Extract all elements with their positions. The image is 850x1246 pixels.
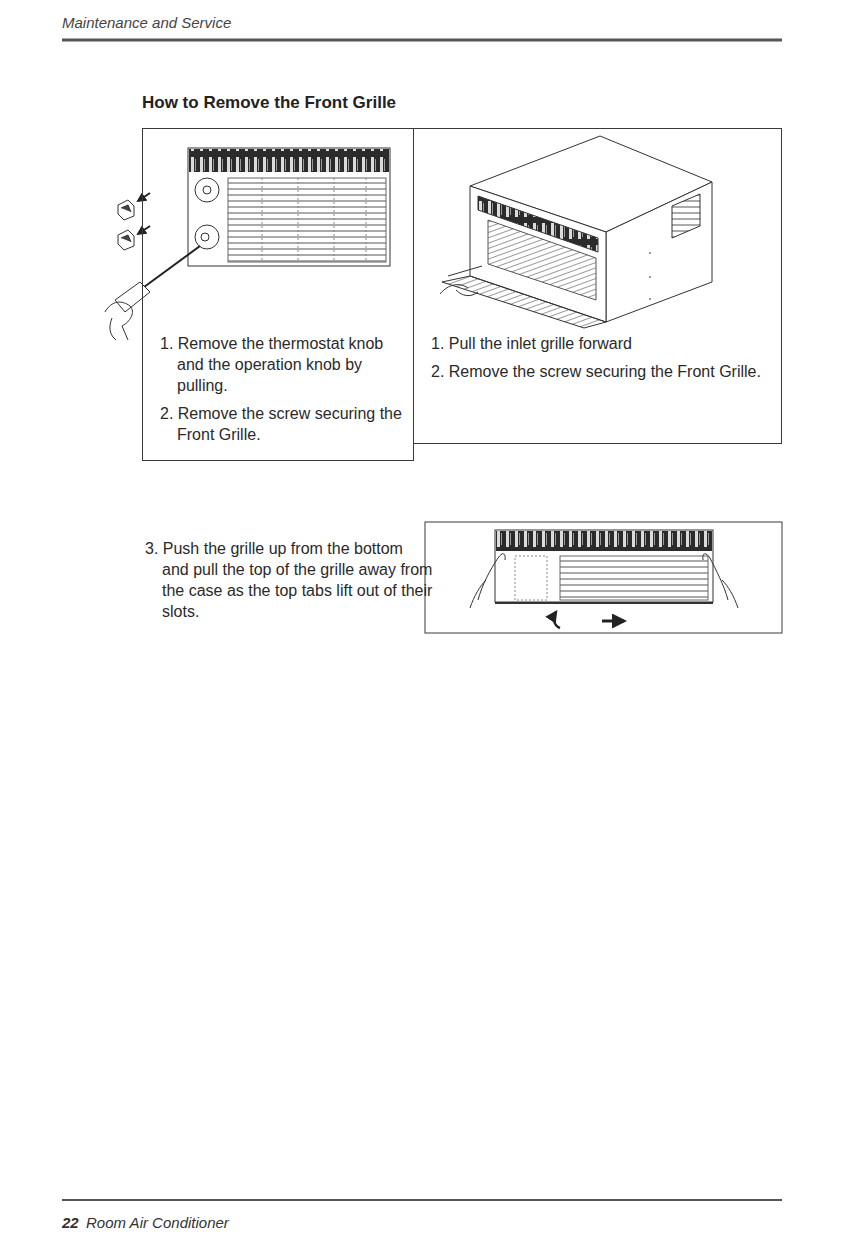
grille-removal-drawing [470, 530, 738, 628]
unit-drawing [440, 136, 712, 328]
running-footer: Room Air Conditioner [86, 1212, 386, 1233]
step-text: 2. Remove the screw securing the Front G… [160, 403, 403, 445]
footer-rule [62, 1199, 782, 1201]
step-text: 2. Remove the screw securing the Front G… [431, 361, 771, 382]
instruction-cell: 1. Remove the thermostat knob and the op… [142, 128, 414, 461]
figure-frame [425, 522, 782, 633]
step-text: 1. Remove the thermostat knob and the op… [160, 333, 403, 396]
instruction-cell: 1. Pull the inlet grille forward 2. Remov… [413, 128, 782, 444]
front-panel-drawing [105, 148, 390, 340]
running-header: Maintenance and Service [62, 12, 462, 33]
section-title: How to Remove the Front Grille [142, 93, 396, 113]
header-rule [62, 39, 782, 42]
step-text: 1. Pull the inlet grille forward [431, 333, 771, 354]
step-text: 3. Push the grille up from the bottom an… [145, 538, 434, 622]
